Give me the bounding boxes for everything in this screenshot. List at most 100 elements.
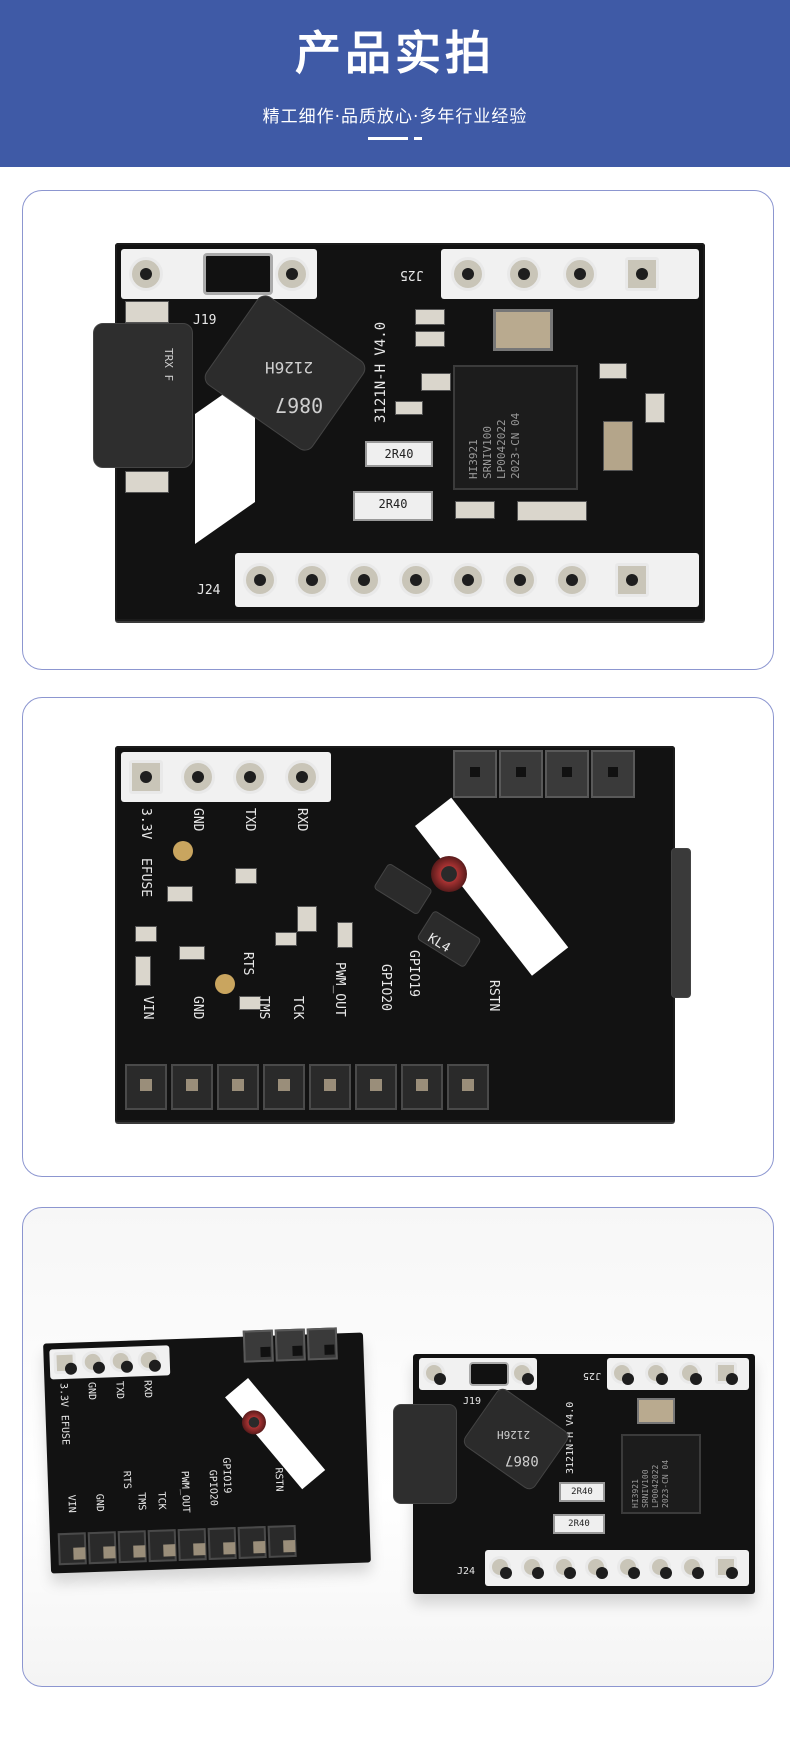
title-underline-dot — [414, 137, 422, 140]
small-j19-pad-2 — [511, 1362, 534, 1385]
back-smd-4 — [135, 956, 151, 986]
j24-pad-6 — [503, 563, 537, 597]
back-pad-1 — [129, 760, 163, 794]
small-label-j25: J25 — [583, 1370, 602, 1381]
smd-8 — [517, 501, 587, 521]
small-label-rts: RTS — [120, 1470, 133, 1490]
chip-line-1: HI3921 — [467, 439, 480, 479]
smd-3 — [421, 373, 451, 391]
small-label-rstn: RSTN — [272, 1467, 285, 1492]
label-rts: RTS — [240, 952, 255, 976]
chip-line-2: SRNIV100 — [481, 426, 494, 479]
small-header-2 — [274, 1328, 306, 1362]
smd-5 — [599, 363, 627, 379]
photo-card-back: 3.3V GND TXD RXD EFUSE KL4 VIN GND RTS — [22, 697, 774, 1177]
back-smd-9 — [239, 996, 261, 1010]
header-pin-2 — [499, 750, 543, 798]
small-j24-pad-2 — [521, 1556, 544, 1579]
bottom-pin-8 — [447, 1064, 489, 1110]
small-j24-pad-4 — [585, 1556, 608, 1579]
j25-pad-2 — [507, 257, 541, 291]
back-smd-3 — [135, 926, 157, 942]
j24-pad-7 — [555, 563, 589, 597]
small-j24-pad-8 — [715, 1556, 738, 1579]
back-smd-1 — [235, 868, 257, 884]
small-label-gnd-b: GND — [93, 1493, 105, 1513]
back-smd-5 — [179, 946, 205, 960]
title-underline — [368, 137, 408, 140]
small-label-rxd: RXD — [141, 1379, 154, 1399]
small-label-efuse: EFUSE — [58, 1414, 71, 1446]
small-back-pad-1 — [53, 1351, 77, 1375]
small-pin-3 — [117, 1530, 147, 1564]
small-label-j24: J24 — [457, 1566, 476, 1577]
transformer-lead-top — [125, 301, 169, 323]
transformer-text: TRX F — [162, 348, 175, 382]
j24-pad-2 — [295, 563, 329, 597]
small-label-3v3: 3.3V — [57, 1382, 70, 1408]
smd-6 — [603, 421, 633, 471]
photo-card-front: J19 J25 3121N-H V4.0 TRX F 0867 2126H 2R… — [22, 190, 774, 670]
back-pad-2 — [181, 760, 215, 794]
small-resistor-1: 2R40 — [559, 1482, 605, 1502]
small-pin-8 — [267, 1524, 297, 1558]
small-resistor-2: 2R40 — [553, 1514, 605, 1534]
sot-package-1 — [373, 862, 433, 916]
bottom-pin-6 — [355, 1064, 397, 1110]
bottom-pin-5 — [309, 1064, 351, 1110]
small-label-tms: TMS — [135, 1492, 147, 1511]
small-pin-2 — [87, 1531, 117, 1565]
small-pin-7 — [237, 1526, 267, 1559]
back-smd-6 — [297, 906, 317, 932]
label-rxd: RXD — [294, 808, 309, 832]
pcb-back: 3.3V GND TXD RXD EFUSE KL4 VIN GND RTS — [115, 746, 675, 1122]
j24-pad-8 — [615, 563, 649, 597]
crystal — [493, 309, 553, 351]
bottom-pin-1 — [125, 1064, 167, 1110]
small-j25-pad-2 — [645, 1362, 668, 1385]
small-header-1 — [242, 1329, 274, 1363]
sot-package-2 — [416, 909, 482, 969]
j19-pad-1 — [129, 257, 163, 291]
small-back-pad-4 — [137, 1348, 161, 1372]
resistor-1: 2R40 — [365, 441, 433, 467]
label-gpio19: GPIO19 — [406, 950, 421, 997]
inductor-code: 0867 — [275, 393, 324, 417]
label-j25: J25 — [400, 267, 424, 282]
small-main-chip: HI3921 SRNIV100 LP0042022 2023-CN 04 — [621, 1434, 701, 1514]
small-chip-line-1: HI3921 — [631, 1479, 640, 1508]
smd-4 — [395, 401, 423, 415]
small-transformer — [393, 1404, 457, 1504]
small-pin-5 — [177, 1528, 207, 1562]
small-pin-1 — [57, 1532, 87, 1566]
small-label-gpio20: GPIO20 — [206, 1469, 219, 1507]
small-j25-pad-4 — [715, 1362, 738, 1385]
label-efuse: EFUSE — [138, 858, 153, 898]
label-j24: J24 — [197, 583, 221, 598]
label-tck: TCK — [290, 996, 305, 1020]
small-header-3 — [306, 1327, 338, 1361]
pcb-front-small: J19 J25 3121N-H V4.0 0867 2126H 2R40 2R4… — [393, 1354, 755, 1594]
back-pad-4 — [285, 760, 319, 794]
test-pad-1 — [173, 841, 193, 861]
label-vin: VIN — [140, 996, 155, 1020]
j24-pad-5 — [451, 563, 485, 597]
small-label-gpio19: GPIO19 — [220, 1457, 233, 1494]
j24-pad-4 — [399, 563, 433, 597]
small-j24-pad-3 — [553, 1556, 576, 1579]
smd-7 — [645, 393, 665, 423]
header-banner: 产品实拍 精工细作·品质放心·多年行业经验 — [0, 0, 790, 167]
toroid-coil — [431, 856, 467, 892]
inductor-code-2: 2126H — [265, 358, 314, 377]
smd-9 — [455, 501, 495, 519]
resistor-2: 2R40 — [353, 491, 433, 521]
test-pad-2 — [215, 974, 235, 994]
small-chip-line-4: 2023-CN 04 — [661, 1459, 670, 1508]
pcb-back-small: 3.3V GND TXD RXD EFUSE VIN GND RTS TMS T… — [43, 1327, 371, 1574]
small-chip-line-2: SRNIV100 — [641, 1469, 650, 1508]
label-gnd-bottom: GND — [190, 996, 205, 1020]
small-inductor-code: 0867 — [505, 1452, 539, 1468]
photo-card-both: 3.3V GND TXD RXD EFUSE VIN GND RTS TMS T… — [22, 1207, 774, 1687]
j25-pad-4 — [625, 257, 659, 291]
smd-1 — [415, 309, 445, 325]
